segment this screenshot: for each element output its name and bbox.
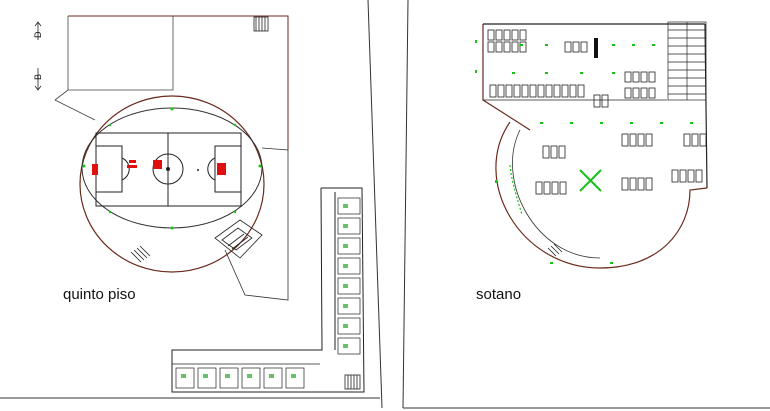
vertical-wing-fixtures: [343, 204, 348, 348]
section-mark-d: D: [33, 31, 43, 39]
ring-markers: [82, 107, 262, 230]
quinto-piso-plan: [34, 15, 365, 393]
sotano-green-arc: [509, 164, 523, 216]
sotano-green-dots: [475, 40, 693, 264]
right-wedge: [224, 147, 289, 301]
sotano-curved-wall: [495, 121, 708, 269]
section-arrow: [34, 21, 42, 91]
vertical-wing-rooms: [337, 197, 361, 355]
sotano-plan: [475, 21, 708, 269]
label-quinto-piso: quinto piso: [63, 286, 136, 303]
section-mark-b: B: [33, 73, 43, 80]
horizontal-wing-rooms: [172, 363, 320, 389]
stair-top: [253, 16, 269, 32]
l-wing: [171, 187, 365, 393]
arena-outer-ring: [79, 95, 265, 273]
upper-block-outline: [68, 15, 289, 150]
sotano-stair-bottom: [547, 243, 563, 257]
parking-spaces: [487, 29, 707, 195]
stair-bottom: [130, 245, 151, 263]
column-block: [594, 38, 598, 58]
upper-square: [67, 16, 174, 91]
sotano-center-x: [579, 169, 602, 192]
ramp-module: [214, 219, 263, 259]
horizontal-wing-fixtures: [181, 374, 296, 378]
field-red-markers: [92, 160, 226, 175]
sotano-ramp: [667, 21, 707, 101]
label-sotano: sotano: [476, 286, 522, 303]
stair-l-end: [344, 374, 361, 390]
